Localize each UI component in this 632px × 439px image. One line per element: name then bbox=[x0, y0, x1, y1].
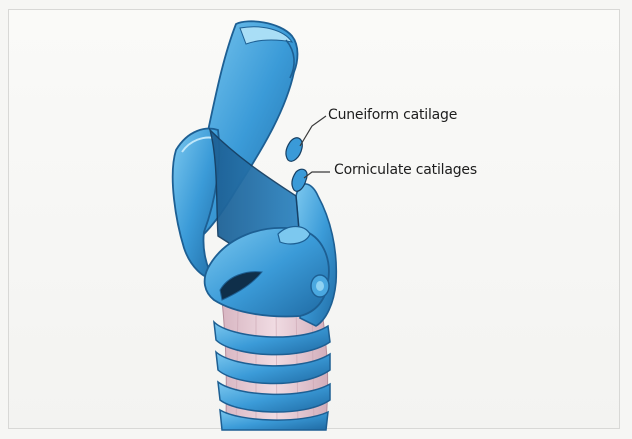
leader-lines bbox=[300, 116, 330, 178]
label-corniculate-cartilages: Corniculate catilages bbox=[334, 162, 477, 178]
leader-line-corniculate bbox=[304, 172, 330, 178]
cuneiform-cartilage bbox=[286, 138, 302, 162]
leader-line-cuneiform bbox=[300, 116, 326, 146]
label-cuneiform-cartilage: Cuneiform catilage bbox=[328, 107, 457, 123]
